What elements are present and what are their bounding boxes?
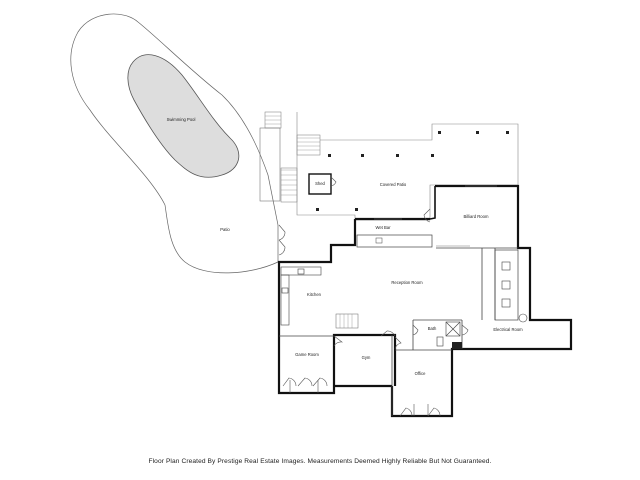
bath-fixtures [436, 321, 461, 347]
label-kitchen: Kitchen [307, 292, 322, 297]
swimming-pool [127, 54, 240, 178]
electrical-panels [501, 261, 528, 323]
label-gym: Gym [362, 355, 371, 360]
shed [308, 173, 332, 195]
label-reception-room: Reception Room [391, 280, 423, 285]
wet-bar-sink [375, 237, 383, 244]
patio-columns [316, 131, 509, 211]
label-shed: Shed [315, 181, 325, 186]
label-electrical-room: Electrical Room [493, 327, 523, 332]
interior-walls [279, 247, 518, 416]
label-swimming-pool: Swimming Pool [167, 117, 196, 122]
stair-treads [265, 115, 320, 196]
label-bath: Bath [428, 326, 437, 331]
label-office: Office [415, 371, 427, 376]
label-wet-bar: Wet Bar [375, 225, 391, 230]
footer-disclaimer: Floor Plan Created By Prestige Real Esta… [148, 458, 492, 465]
label-patio: Patio [220, 227, 230, 232]
covered-patio-outline [296, 112, 519, 221]
kitchen-counters [280, 266, 322, 326]
label-game-room: Game Room [295, 352, 319, 357]
electrical-cabinet [494, 249, 519, 321]
wet-bar-counter [356, 234, 433, 248]
label-billiard-room: Billiard Room [464, 214, 489, 219]
interior-stair-treads [339, 314, 353, 328]
windows [374, 185, 497, 247]
interior-stairs [335, 313, 359, 329]
label-covered-patio: Covered Patio [380, 182, 407, 187]
water-heater [452, 342, 462, 349]
house-walls [277, 184, 573, 418]
billiard-wall [429, 186, 436, 220]
doors [278, 176, 469, 417]
